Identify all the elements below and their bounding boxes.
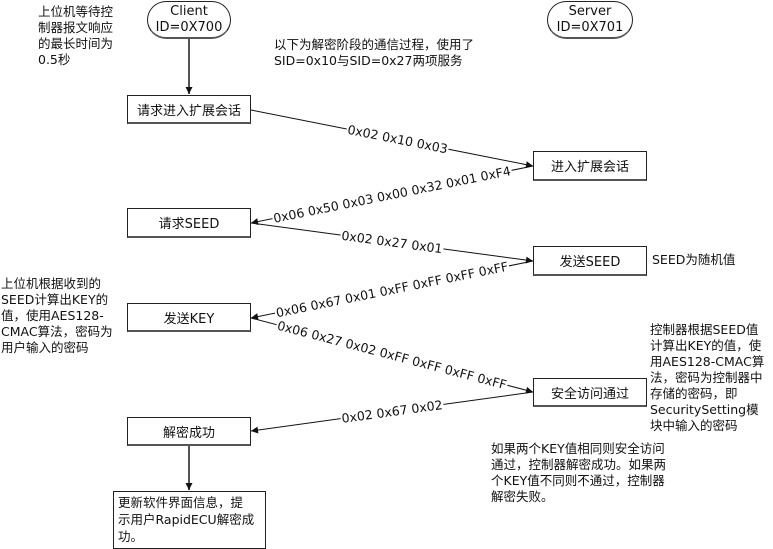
- server-step-enter-session: 进入扩展会话: [533, 151, 647, 181]
- compare-note: 如果两个KEY值相同则安全访问 通过，控制器解密成功。如果两 个KEY值不同则不…: [491, 441, 667, 504]
- client-key-note: 上位机根据收到的 SEED计算出KEY的 值，使用AES128- CMAC算法，…: [1, 276, 113, 355]
- message-label-3: 0x02 0x27 0x01: [341, 228, 444, 256]
- message-label-backing-4: [274, 260, 510, 319]
- client-step-unlock-success: 解密成功: [127, 417, 251, 446]
- client-step-send-key: 发送KEY: [127, 303, 251, 332]
- message-label-backing-1: [345, 123, 450, 155]
- message-label-6: 0x02 0x67 0x02: [341, 397, 444, 426]
- timeout-note: 上位机等待控 制器报文响应 的最长时间为 0.5秒: [38, 4, 114, 67]
- server-step-access-granted: 安全访问通过: [533, 378, 647, 407]
- message-label-backing-2: [271, 164, 513, 225]
- client-actor: Client ID=0X700: [147, 1, 231, 39]
- message-label-2: 0x06 0x50 0x03 0x00 0x32 0x01 0xF4: [272, 163, 512, 226]
- message-label-backing-3: [339, 229, 445, 255]
- client-actor-id: ID=0X700: [155, 20, 223, 35]
- seed-note: SEED为随机值: [652, 252, 736, 267]
- message-label-backing-5: [275, 319, 509, 391]
- intro-note: 以下为解密阶段的通信过程，使用了 SID=0x10与SID=0x27两项服务: [274, 37, 475, 68]
- message-label-1: 0x02 0x10 0x03: [346, 122, 449, 157]
- message-label-4: 0x06 0x67 0x01 0xFF 0xFF 0xFF 0xFF: [275, 259, 510, 321]
- final-step-update-ui: 更新软件界面信息，提 示用户RapidECU解密成 功。: [113, 491, 266, 549]
- server-step-send-seed: 发送SEED: [533, 246, 647, 276]
- message-label-5: 0x06 0x27 0x02 0xFF 0xFF 0xFF 0xFF: [276, 318, 509, 393]
- server-actor-id: ID=0X701: [556, 20, 624, 35]
- client-actor-name: Client: [170, 4, 208, 19]
- server-actor: Server ID=0X701: [547, 1, 633, 39]
- client-step-enter-session: 请求进入扩展会话: [127, 95, 251, 124]
- server-key-note: 控制器根据SEED值 计算出KEY的值，使 用AES128-CMAC算 法，密码…: [650, 322, 765, 433]
- client-step-request-seed: 请求SEED: [127, 208, 251, 238]
- message-label-backing-6: [339, 398, 445, 425]
- server-actor-name: Server: [568, 4, 612, 19]
